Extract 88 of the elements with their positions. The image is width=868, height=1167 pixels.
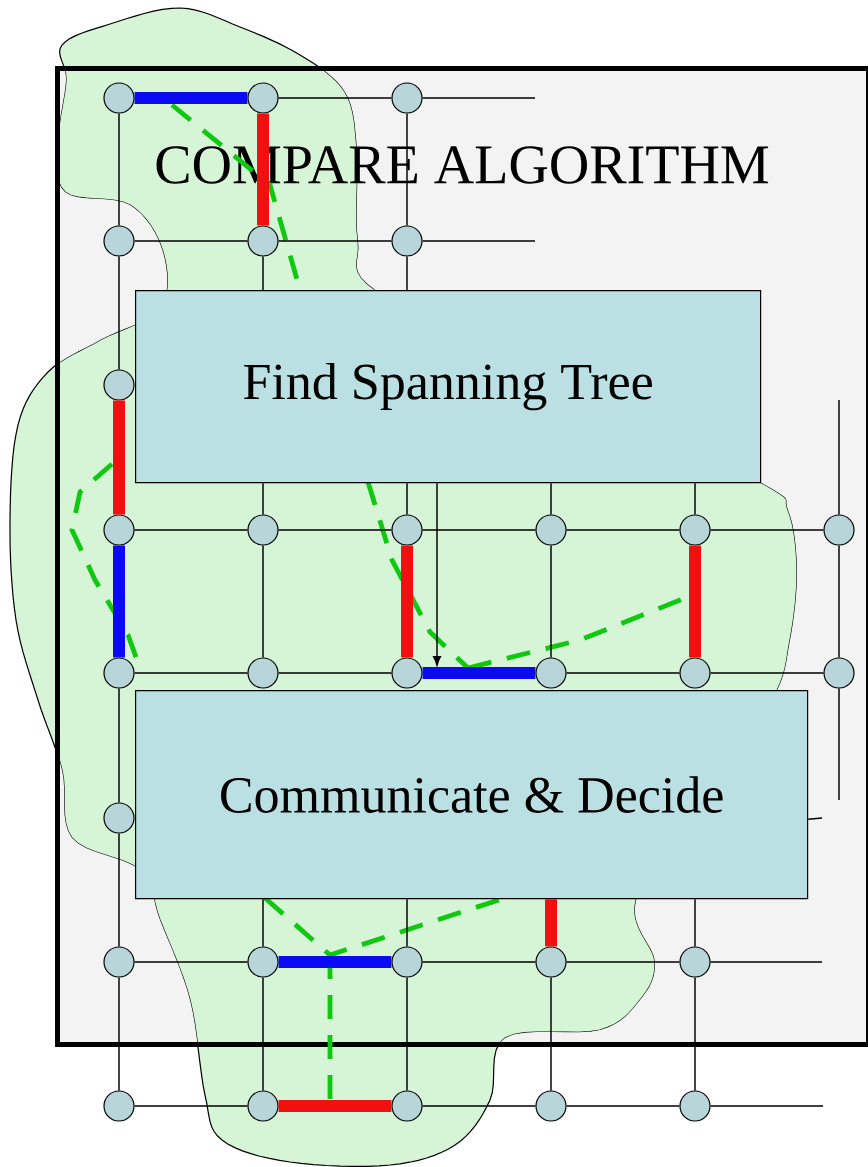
grid-node [535, 946, 567, 978]
grid-node [823, 657, 855, 689]
grid-line [262, 898, 264, 948]
grid-node [247, 657, 279, 689]
grid-line [421, 1105, 537, 1107]
tree-edge [545, 899, 557, 947]
grid-line [694, 482, 696, 516]
grid-node [247, 1090, 279, 1122]
grid-line [118, 687, 120, 804]
grid-line [406, 482, 408, 516]
process-box: Communicate & Decide [135, 690, 809, 900]
grid-node [103, 369, 135, 401]
grid-line [406, 898, 408, 948]
grid-node [535, 514, 567, 546]
grid-node [103, 82, 135, 114]
grid-line [118, 112, 120, 227]
grid-node [391, 82, 423, 114]
grid-node [247, 514, 279, 546]
grid-node [535, 657, 567, 689]
tree-edge [689, 545, 701, 658]
grid-line [709, 1105, 824, 1107]
grid-line [406, 255, 408, 291]
grid-node [535, 1090, 567, 1122]
grid-node [679, 946, 711, 978]
grid-line [550, 976, 552, 1092]
grid-line [838, 687, 840, 801]
grid-node [247, 225, 279, 257]
grid-line [262, 544, 264, 659]
grid-line [421, 240, 536, 242]
grid-node [103, 1090, 135, 1122]
tree-edge [278, 1100, 392, 1112]
grid-line [118, 832, 120, 948]
grid-node [103, 946, 135, 978]
grid-line [550, 544, 552, 659]
grid-line [277, 529, 393, 531]
grid-line [694, 976, 696, 1092]
grid-line [421, 97, 536, 99]
grid-line [277, 672, 393, 674]
grid-node [103, 802, 135, 834]
grid-node [103, 514, 135, 546]
grid-line [694, 898, 696, 948]
grid-line [709, 529, 825, 531]
grid-node [391, 946, 423, 978]
grid-node [679, 514, 711, 546]
grid-node [247, 82, 279, 114]
grid-line [709, 961, 823, 963]
grid-line [118, 255, 120, 371]
grid-node [103, 657, 135, 689]
tree-edge [401, 545, 413, 658]
grid-line [565, 961, 681, 963]
grid-line [709, 672, 825, 674]
grid-line [133, 1105, 249, 1107]
tree-edge [134, 92, 248, 104]
grid-line [118, 976, 120, 1092]
grid-line [565, 1105, 681, 1107]
grid-line [262, 482, 264, 516]
grid-node [391, 225, 423, 257]
tree-edge [113, 400, 125, 515]
grid-line [262, 255, 264, 291]
grid-line [277, 240, 393, 242]
grid-line [277, 97, 393, 99]
grid-node [823, 514, 855, 546]
grid-node [391, 514, 423, 546]
grid-line [133, 961, 249, 963]
grid-node [679, 1090, 711, 1122]
grid-line [565, 672, 681, 674]
tree-edge [422, 667, 536, 679]
grid-node [103, 225, 135, 257]
grid-line [421, 529, 537, 531]
grid-node [679, 657, 711, 689]
tree-edge [113, 545, 125, 658]
grid-line [133, 240, 249, 242]
grid-line [133, 529, 249, 531]
grid-line [262, 976, 264, 1092]
grid-line [406, 976, 408, 1092]
grid-node [391, 657, 423, 689]
process-box: Find Spanning Tree [135, 290, 762, 484]
grid-line [838, 544, 840, 659]
grid-line [565, 529, 681, 531]
grid-node [391, 1090, 423, 1122]
grid-line [807, 817, 823, 820]
grid-line [550, 482, 552, 516]
grid-line [133, 672, 249, 674]
grid-line [421, 961, 537, 963]
grid-node [247, 946, 279, 978]
arrow [432, 482, 442, 666]
grid-line [838, 399, 840, 516]
tree-edge [278, 956, 392, 968]
